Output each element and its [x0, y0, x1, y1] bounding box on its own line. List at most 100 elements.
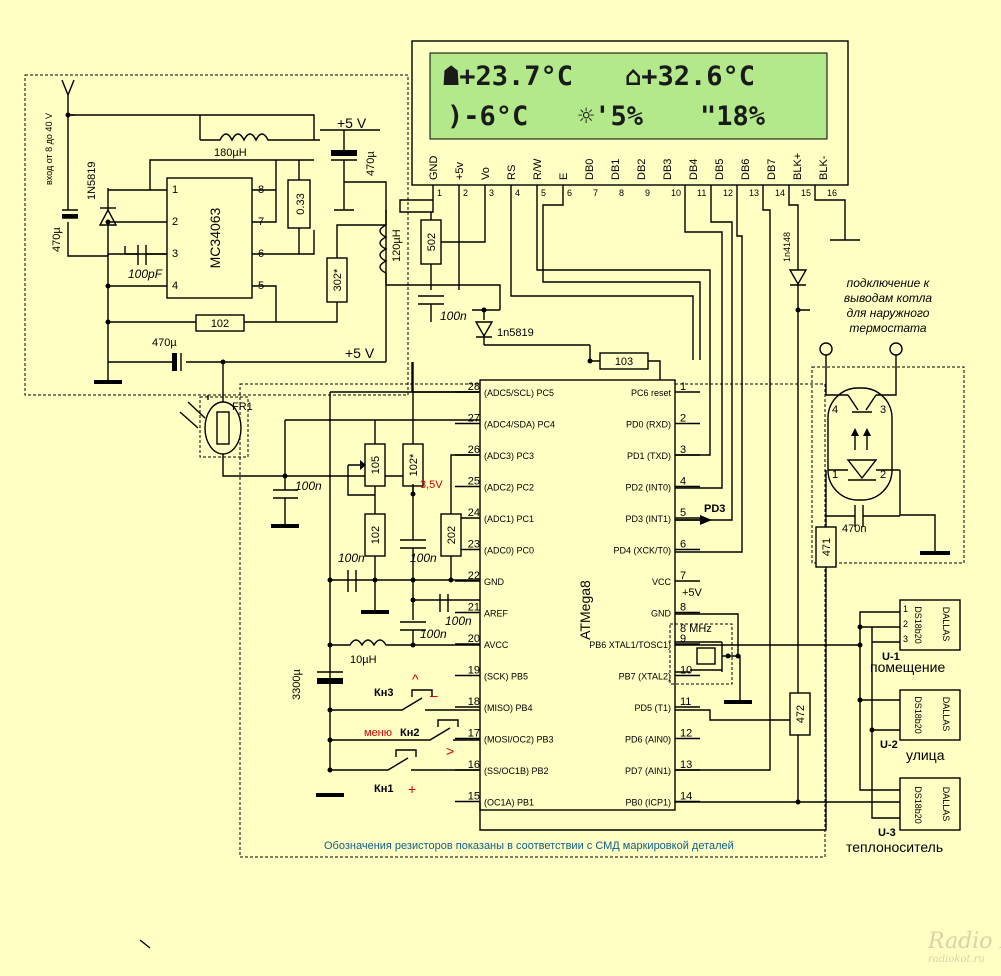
- lcd-pin-num: 1: [437, 188, 442, 198]
- lcd-pin-name: DB6: [740, 159, 752, 180]
- mcu-pin-label: PB7 (XTAL2): [619, 672, 671, 682]
- mcu-pin-label: PD6 (AIN0): [625, 735, 671, 745]
- mcu-pin-label: (ADC4/SDA) PC4: [484, 420, 555, 430]
- svg-text:2: 2: [172, 216, 178, 228]
- mcu-pin-label: AREF: [484, 609, 509, 619]
- svg-text:DALLAS: DALLAS: [941, 787, 951, 822]
- button-kn2[interactable]: Кн2 меню >: [330, 719, 480, 759]
- watermark-logo: Radio KOT: [927, 929, 1001, 954]
- lcd-pin-name: DB3: [662, 159, 674, 180]
- svg-text:1: 1: [172, 184, 178, 196]
- lcd-pin-name: DB2: [636, 159, 648, 180]
- svg-text:102: 102: [211, 318, 229, 330]
- opto-dashed-box: [811, 366, 965, 564]
- svg-text:теплоноситель: теплоноситель: [846, 839, 943, 855]
- lcd-pin-num: 6: [567, 188, 572, 198]
- lcd-pin-num: 10: [671, 188, 681, 198]
- svg-text:105: 105: [370, 456, 382, 474]
- svg-text:DS18b20: DS18b20: [913, 696, 923, 734]
- analog-section: FR1 100n 105 102 102* 3,5V 202 100n 100n: [179, 359, 480, 797]
- svg-text:Кн2: Кн2: [400, 727, 419, 739]
- lcd-aux: 120µH 502 100n 1n5819 1n4148 103: [379, 210, 808, 393]
- mcu-pin-num: 6: [680, 539, 686, 551]
- svg-text:U-3: U-3: [878, 827, 896, 839]
- crystal: [696, 647, 716, 665]
- svg-text:–: –: [430, 687, 438, 703]
- mcu-pin-label: PD4 (XCK/T0): [613, 546, 671, 556]
- mcu-pin-num: 27: [468, 413, 480, 425]
- lcd-pin-num: 5: [541, 188, 546, 198]
- crystal-box: [669, 623, 733, 685]
- mcu-pin-label: (SS/OC1B) PB2: [484, 766, 549, 776]
- mcu-pin-label: (ADC3) PC3: [484, 451, 534, 461]
- mcu-pin-num: 22: [468, 570, 480, 582]
- mcu-pin-num: 12: [680, 728, 692, 740]
- mcu-pin-label: AVCC: [484, 640, 509, 650]
- mcu-pin-label: (MISO) PB4: [484, 703, 533, 713]
- lcd-pin-name: GND: [428, 156, 440, 181]
- svg-text:Кн3: Кн3: [374, 687, 393, 699]
- vout-label: +5 V: [337, 115, 367, 131]
- optocoupler: [827, 387, 893, 501]
- mcu-pin-label: (MOSI/OC2) PB3: [484, 735, 554, 745]
- mcu-pin-num: 7: [680, 570, 686, 582]
- mcu-pin-label: (SCK) PB5: [484, 672, 528, 682]
- mcu-pin-label: (OC1A) PB1: [484, 798, 534, 808]
- opto-section: подключение к выводам котла для наружног…: [479, 276, 965, 831]
- mcu-pin-label: PB6 XTAL1/TOSC1): [589, 640, 671, 650]
- mcu-pin-label: PB0 (ICP1): [625, 798, 671, 808]
- l2-label: 120µH: [391, 229, 403, 262]
- svg-text:302*: 302*: [332, 268, 344, 291]
- terminal-b[interactable]: [889, 342, 903, 356]
- mcu-pin-label: PD7 (AIN1): [625, 766, 671, 776]
- buttons-section: Кн3 ^ – Кн2 меню > Кн1 +: [330, 671, 480, 797]
- crystal-label: 8 MHz: [680, 623, 712, 635]
- svg-text:^: ^: [412, 671, 419, 687]
- lcd-line2-far: "18%: [700, 101, 766, 132]
- psu-dashed-box: [24, 74, 409, 396]
- input-terminal: [61, 79, 75, 210]
- vout2-label: +5 V: [345, 345, 375, 361]
- button-kn3[interactable]: Кн3 ^ –: [330, 671, 480, 711]
- pd3-label: PD3: [704, 503, 725, 515]
- svg-text:0.33: 0.33: [295, 193, 307, 214]
- terminal-a[interactable]: [819, 342, 833, 356]
- lcd-pin-name: DB5: [714, 159, 726, 180]
- mcu-pin-num: 13: [680, 759, 692, 771]
- lcd-pin-name: DB0: [584, 159, 596, 180]
- mcu-pin-num: 14: [680, 791, 692, 803]
- input-label: вход от 8 до 40 V: [44, 113, 54, 185]
- lcd-pin-row: GND1+5v2Vo3RS4R/W5E6DB07DB18DB29DB310DB4…: [428, 153, 837, 198]
- svg-text:2: 2: [880, 469, 886, 481]
- mcu-pin-num: 25: [468, 476, 480, 488]
- svg-text:U-1: U-1: [882, 651, 900, 663]
- button-kn1[interactable]: Кн1 +: [330, 749, 480, 797]
- mcu-pin-label: GND: [484, 577, 505, 587]
- mcu-pin-label: (ADC0) PC0: [484, 546, 534, 556]
- mcu-pin-label: (ADC2) PC2: [484, 483, 534, 493]
- mcu-pin-num: 4: [680, 476, 686, 488]
- mcu-pin-num: 1: [680, 381, 686, 393]
- lcd-pin-num: 13: [749, 188, 759, 198]
- mcu-pin-num: 11: [680, 696, 691, 708]
- svg-text:+: +: [408, 781, 416, 797]
- watermark-url: radiokot.ru: [928, 954, 985, 965]
- photo-label: FR1: [232, 401, 253, 413]
- svg-text:1: 1: [903, 604, 908, 614]
- svg-text:3: 3: [903, 634, 908, 644]
- lcd-pin-num: 8: [619, 188, 624, 198]
- mcu-pin-num: 24: [468, 507, 480, 519]
- atmega8-chip: [479, 379, 676, 811]
- footnote: Обозначения резисторов показаны в соотве…: [324, 840, 734, 852]
- mcu-pin-label: PD0 (RXD): [626, 420, 671, 430]
- svg-text:472: 472: [795, 705, 807, 723]
- photo-box: [199, 396, 249, 458]
- svg-text:меню: меню: [364, 727, 392, 739]
- lcd-pin-name: DB1: [610, 159, 622, 180]
- sensor-u2: [899, 689, 961, 741]
- lcd-pin-num: 15: [801, 188, 811, 198]
- lcd-pin-name: RS: [506, 165, 518, 180]
- mcu-pin-num: 2: [680, 413, 686, 425]
